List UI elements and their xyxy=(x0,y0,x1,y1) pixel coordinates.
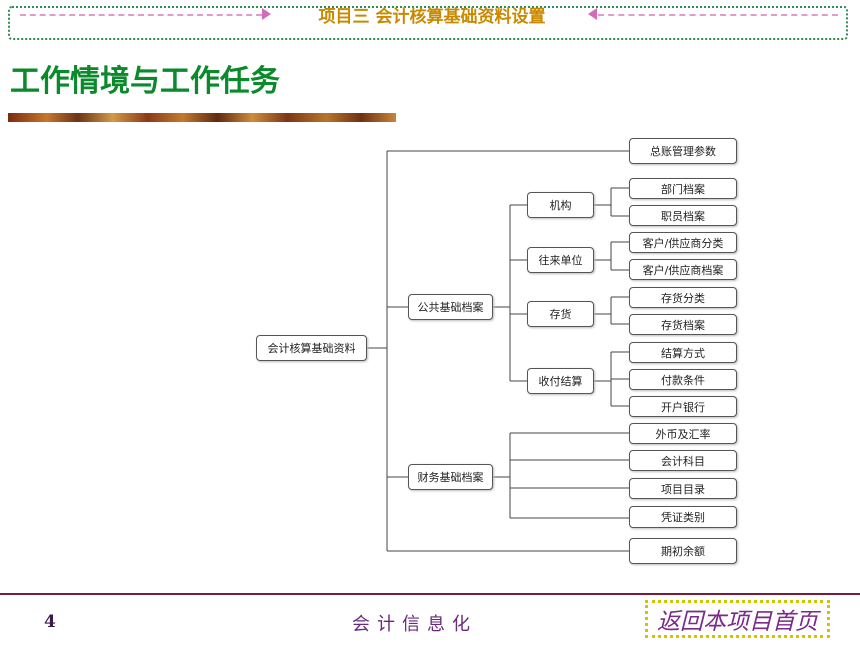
connector-public xyxy=(493,204,527,382)
banner-dashes-right xyxy=(598,14,838,16)
node-settle-method: 结算方式 xyxy=(629,342,737,363)
node-staff: 职员档案 xyxy=(629,205,737,226)
banner-dashes-left xyxy=(20,14,262,16)
page-number: 4 xyxy=(44,612,56,632)
home-link-button[interactable]: 返回本项目首页 xyxy=(645,600,830,638)
connector-settlement xyxy=(594,351,629,407)
node-ledger-params: 总账管理参数 xyxy=(629,138,737,164)
footer-text: 会计信息化 xyxy=(352,614,477,635)
node-pay-terms: 付款条件 xyxy=(629,369,737,390)
node-items: 项目目录 xyxy=(629,478,737,499)
arrow-left-icon xyxy=(588,8,597,20)
node-cust-archive: 客户/供应商档案 xyxy=(629,259,737,280)
node-dept: 部门档案 xyxy=(629,178,737,199)
arrow-right-icon xyxy=(262,8,271,20)
node-finance-archive: 财务基础档案 xyxy=(408,464,493,490)
node-org: 机构 xyxy=(527,192,594,218)
node-voucher-types: 凭证类别 xyxy=(629,506,737,528)
connector-contacts xyxy=(594,241,629,271)
decorative-strip xyxy=(8,113,396,122)
footer-divider xyxy=(0,593,860,595)
node-subjects: 会计科目 xyxy=(629,450,737,471)
node-currency: 外币及汇率 xyxy=(629,423,737,444)
connector-inventory xyxy=(594,296,629,325)
tree-connectors xyxy=(367,150,629,552)
connector-finance xyxy=(493,432,629,519)
node-cust-class: 客户/供应商分类 xyxy=(629,232,737,253)
page-title: 工作情境与工作任务 xyxy=(10,64,280,99)
node-inventory: 存货 xyxy=(527,301,594,327)
node-contacts: 往来单位 xyxy=(527,247,594,273)
node-settlement: 收付结算 xyxy=(527,368,594,394)
header-banner xyxy=(8,6,848,40)
connector-org xyxy=(594,187,629,217)
node-inv-class: 存货分类 xyxy=(629,287,737,308)
node-inv-archive: 存货档案 xyxy=(629,314,737,335)
project-title: 项目三 会计核算基础资料设置 xyxy=(318,7,546,27)
node-root: 会计核算基础资料 xyxy=(256,335,367,361)
node-public-archive: 公共基础档案 xyxy=(408,294,493,320)
connector-root xyxy=(367,150,629,552)
node-bank: 开户银行 xyxy=(629,396,737,417)
node-opening-balance: 期初余额 xyxy=(629,538,737,564)
